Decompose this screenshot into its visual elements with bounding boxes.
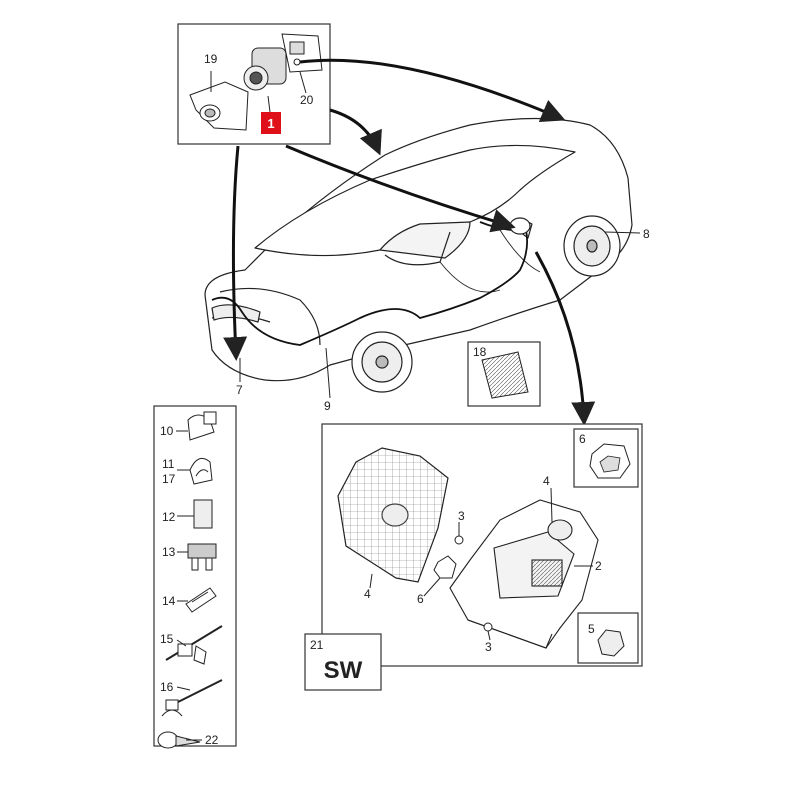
connector-part-icon [281, 33, 323, 73]
fuse-part-icon [187, 543, 217, 571]
grid-cover-part-icon [337, 447, 449, 583]
callout-8: 8 [643, 227, 650, 241]
push-rivet-part-icon [157, 731, 201, 749]
callout-7: 7 [236, 383, 243, 397]
fasteners-column: 10 11 17 12 13 14 [153, 405, 237, 749]
variant-label: SW [324, 657, 363, 684]
callout-4-module: 4 [543, 474, 550, 488]
callout-15: 15 [160, 632, 174, 646]
cable-tie-anchor-part-icon [161, 679, 223, 717]
callout-14: 14 [162, 594, 176, 608]
part-18-box: 18 [467, 341, 541, 407]
glass-fuse-part-icon [185, 587, 217, 613]
callout-22: 22 [205, 733, 219, 747]
leader-arrows [223, 58, 596, 426]
clamp-part-icon [189, 457, 213, 485]
callout-1: 1 [267, 116, 274, 131]
tape-part-icon [193, 499, 213, 529]
callout-10: 10 [160, 424, 174, 438]
clip-part-icon [187, 411, 217, 441]
callout-3-top: 3 [458, 509, 465, 523]
callout-18: 18 [473, 345, 487, 359]
callout-1-badge [261, 112, 281, 134]
camera-inset-panel: 19 20 1 [177, 23, 331, 145]
callout-17: 17 [162, 472, 176, 486]
camera-part-icon [243, 47, 287, 91]
bracket-part-icon [189, 81, 249, 131]
callout-13: 13 [162, 545, 176, 559]
variant-sw-box: 21 SW [304, 633, 382, 691]
callout-21: 21 [310, 638, 324, 652]
control-module-bracket-icon [449, 499, 599, 649]
callout-20: 20 [300, 93, 314, 107]
car-illustration [204, 117, 633, 393]
part-5-box: 5 [577, 612, 639, 664]
callout-9: 9 [324, 399, 331, 413]
callout-6-box: 6 [579, 432, 586, 446]
nut-part-icon [433, 555, 457, 579]
callout-12: 12 [162, 510, 176, 524]
part-6-box: 6 [573, 428, 639, 488]
callout-16: 16 [160, 680, 174, 694]
callout-5: 5 [588, 622, 595, 636]
cable-tie-clip-part-icon [165, 625, 223, 665]
callout-19: 19 [204, 52, 218, 66]
callout-4-cover: 4 [364, 587, 371, 601]
callout-11: 11 [162, 457, 175, 471]
connector-point [509, 217, 531, 235]
wiring-harness [211, 221, 529, 346]
callout-6-small: 6 [417, 592, 424, 606]
callout-2: 2 [595, 559, 602, 573]
callout-3-bottom: 3 [485, 640, 492, 654]
